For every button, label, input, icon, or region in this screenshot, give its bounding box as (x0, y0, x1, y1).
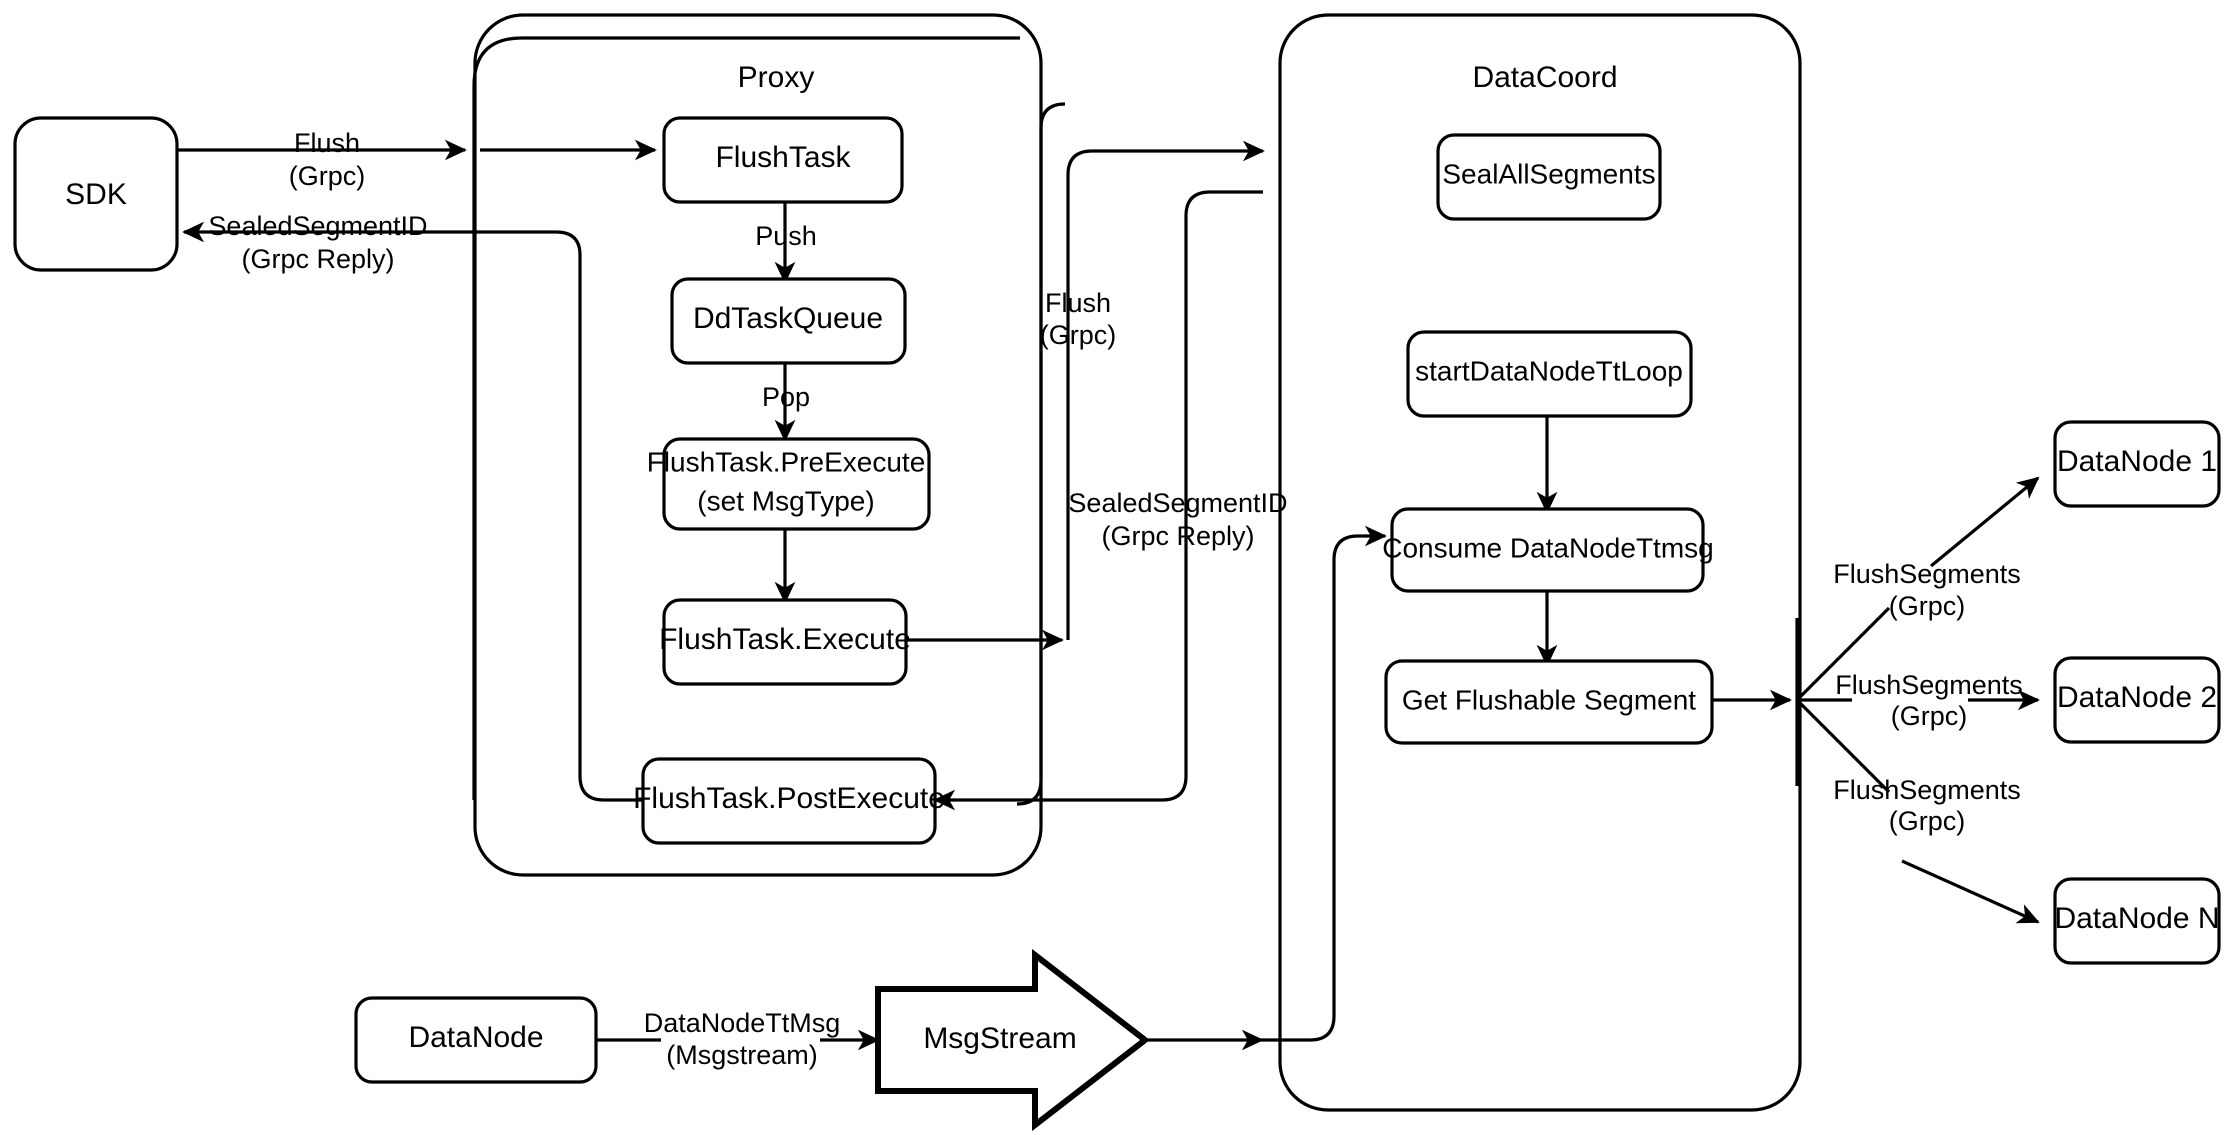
node-flushtask-label: FlushTask (715, 141, 851, 174)
edge-fanout-lower-leg (1795, 698, 1891, 794)
edge-label-flushsegments-2-line2: (Grpc) (1891, 701, 1968, 731)
edge-label-proxy-reply: SealedSegmentID (Grpc Reply) (1068, 488, 1287, 551)
node-postexecute-box[interactable] (641, 757, 937, 845)
node-preexecute-label-line2: (set MsgType) (697, 485, 874, 516)
edge-label-datanodettmsg-line2: (Msgstream) (666, 1040, 818, 1070)
edge-proxy-right-bus (1016, 128, 1043, 806)
node-datanode-2-box[interactable] (2053, 656, 2221, 744)
node-getflushablesegment[interactable]: Get Flushable Segment (1384, 659, 1714, 745)
node-startdatanodettloop-box[interactable] (1406, 330, 1693, 418)
node-consumedatanodettmsg-box[interactable] (1390, 507, 1705, 593)
node-execute-box[interactable] (662, 598, 908, 686)
edge-postexecute-to-sdk-reply (182, 221, 643, 802)
edge-label-proxy-flush: Flush (Grpc) (1040, 288, 1117, 350)
node-msgstream-label: MsgStream (923, 1022, 1076, 1055)
edge-label-flushsegments-n-line2: (Grpc) (1889, 806, 1966, 836)
edge-label-flushsegments-1-line1: FlushSegments (1833, 559, 2021, 589)
node-datanode-n[interactable]: DataNode N (2053, 877, 2221, 965)
proxy-container-title: Proxy (738, 61, 815, 94)
edge-label-proxy-reply-line1: SealedSegmentID (1068, 488, 1287, 518)
datacoord-container-title: DataCoord (1472, 61, 1617, 94)
node-datanode-1[interactable]: DataNode 1 (2053, 420, 2221, 508)
edge-label-flushsegments-2: FlushSegments (Grpc) (1835, 670, 2023, 731)
node-preexecute-label-line1: FlushTask.PreExecute (647, 446, 926, 477)
edge-label-flushsegments-n-line1: FlushSegments (1833, 775, 2021, 805)
datacoord-container-outline (1278, 13, 1802, 1112)
node-sdk[interactable]: SDK (13, 116, 179, 272)
node-preexecute-box[interactable] (662, 437, 931, 531)
edge-label-flushsegments-1: FlushSegments (Grpc) (1833, 559, 2021, 621)
edge-label-sdk-flush: Flush (Grpc) (289, 128, 366, 191)
edge-label-proxy-flush-line2: (Grpc) (1040, 320, 1117, 350)
edge-label-pop: Pop (762, 382, 810, 412)
node-datanode-1-label: DataNode 1 (2057, 445, 2217, 478)
node-execute[interactable]: FlushTask.Execute (659, 598, 911, 686)
edge-label-proxy-flush-line1: Flush (1045, 288, 1111, 318)
edge-datacoord-ttmsg-to-consume (1262, 525, 1387, 1042)
edge-label-datanodettmsg: DataNodeTtMsg (Msgstream) (644, 1008, 841, 1070)
datacoord-container: DataCoord (1278, 13, 1802, 1112)
node-flushtask[interactable]: FlushTask (662, 116, 904, 204)
node-consumedatanodettmsg[interactable]: Consume DataNodeTtmsg (1382, 507, 1714, 593)
edge-fanout-to-datanode-n (1901, 859, 2040, 924)
edge-label-proxy-reply-line2: (Grpc Reply) (1101, 521, 1254, 551)
node-msgstream-arrow-shape[interactable] (875, 948, 1150, 1132)
node-getflushablesegment-label: Get Flushable Segment (1402, 684, 1696, 715)
edge-flush-bus-to-datacoord (1066, 140, 1265, 640)
edge-proxy-left-bus-top (472, 36, 1020, 87)
edge-label-sdk-flush-line1: Flush (294, 128, 360, 158)
node-postexecute-label: FlushTask.PostExecute (633, 782, 945, 815)
node-ddtaskqueue-box[interactable] (670, 277, 907, 365)
edge-label-sdk-reply-line2: (Grpc Reply) (241, 244, 394, 274)
edge-label-flushsegments-1-line2: (Grpc) (1889, 591, 1966, 621)
node-flushtask-box[interactable] (662, 116, 904, 204)
node-sdk-label: SDK (65, 178, 127, 211)
edge-label-sdk-reply-line1: SealedSegmentID (208, 211, 427, 241)
edge-label-datanodettmsg-line1: DataNodeTtMsg (644, 1008, 841, 1038)
edge-datacoord-reply-to-postexecute (933, 190, 1263, 811)
node-startdatanodettloop-label: startDataNodeTtLoop (1415, 355, 1683, 386)
edge-proxy-right-top-corner (1039, 102, 1066, 129)
node-consumedatanodettmsg-label: Consume DataNodeTtmsg (1382, 532, 1713, 563)
node-startdatanodettloop[interactable]: startDataNodeTtLoop (1406, 330, 1693, 418)
node-sealallsegments-box[interactable] (1436, 133, 1662, 221)
node-sdk-box[interactable] (13, 116, 179, 272)
node-datanode-n-box[interactable] (2053, 877, 2221, 965)
node-execute-label: FlushTask.Execute (659, 623, 911, 656)
edge-label-flushsegments-2-line1: FlushSegments (1835, 670, 2023, 700)
edge-label-sdk-flush-line2: (Grpc) (289, 161, 366, 191)
edge-fanout-to-datanode-1 (1929, 476, 2040, 568)
node-datanode-bottom-label: DataNode (408, 1021, 543, 1054)
node-msgstream[interactable]: MsgStream (875, 948, 1150, 1132)
node-getflushablesegment-box[interactable] (1384, 659, 1714, 745)
node-sealallsegments-label: SealAllSegments (1442, 158, 1655, 189)
node-datanode-n-label: DataNode N (2054, 902, 2219, 935)
node-datanode-2-label: DataNode 2 (2057, 681, 2217, 714)
node-datanode-2[interactable]: DataNode 2 (2053, 656, 2221, 744)
node-postexecute[interactable]: FlushTask.PostExecute (633, 757, 945, 845)
node-ddtaskqueue[interactable]: DdTaskQueue (670, 277, 907, 365)
edge-label-push: Push (755, 221, 817, 251)
edge-fanout-upper-leg (1795, 606, 1891, 702)
node-datanode-1-box[interactable] (2053, 420, 2221, 508)
node-preexecute[interactable]: FlushTask.PreExecute (set MsgType) (647, 437, 931, 531)
node-sealallsegments[interactable]: SealAllSegments (1436, 133, 1662, 221)
edge-label-sdk-reply: SealedSegmentID (Grpc Reply) (208, 211, 427, 274)
edge-label-flushsegments-n: FlushSegments (Grpc) (1833, 775, 2021, 836)
node-ddtaskqueue-label: DdTaskQueue (693, 302, 883, 335)
node-datanode-bottom[interactable]: DataNode (354, 996, 598, 1084)
node-datanode-bottom-box[interactable] (354, 996, 598, 1084)
